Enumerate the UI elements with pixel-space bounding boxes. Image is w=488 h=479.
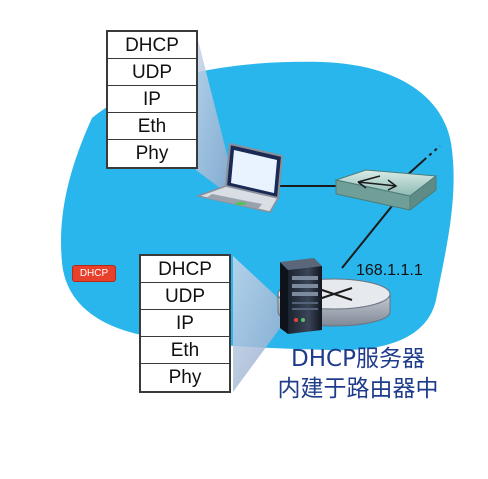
dhcp-message-tag: DHCP <box>72 265 116 282</box>
link-switch-router <box>341 205 393 269</box>
router-ip-label: 168.1.1.1 <box>356 262 423 279</box>
server-caption-line2: 内建于路由器中 <box>277 376 439 402</box>
server-layer-ip: IP <box>141 310 229 337</box>
server-caption-line1: DHCP服务器 <box>291 346 425 372</box>
client-layer-phy: Phy <box>135 143 169 164</box>
laptop-icon <box>195 142 284 213</box>
server-caption: DHCP服务器 内建于路由器中 <box>258 344 458 404</box>
client-stack-projection <box>196 32 236 190</box>
client-layer-udp: UDP <box>108 59 196 86</box>
client-layer-eth: Eth <box>108 113 196 140</box>
client-layer-dhcp: DHCP <box>108 32 196 59</box>
client-protocol-stack: DHCP UDP IP Eth Phy <box>106 30 198 169</box>
server-layer-dhcp: DHCP <box>141 256 229 283</box>
server-icon <box>280 258 322 334</box>
switch-icon <box>334 169 438 212</box>
server-layer-phy: Phy <box>168 367 202 388</box>
server-layer-udp: UDP <box>141 283 229 310</box>
server-protocol-stack: DHCP UDP IP Eth Phy <box>139 254 231 393</box>
client-layer-ip: IP <box>108 86 196 113</box>
server-stack-projection <box>233 256 286 392</box>
server-layer-eth: Eth <box>141 337 229 364</box>
